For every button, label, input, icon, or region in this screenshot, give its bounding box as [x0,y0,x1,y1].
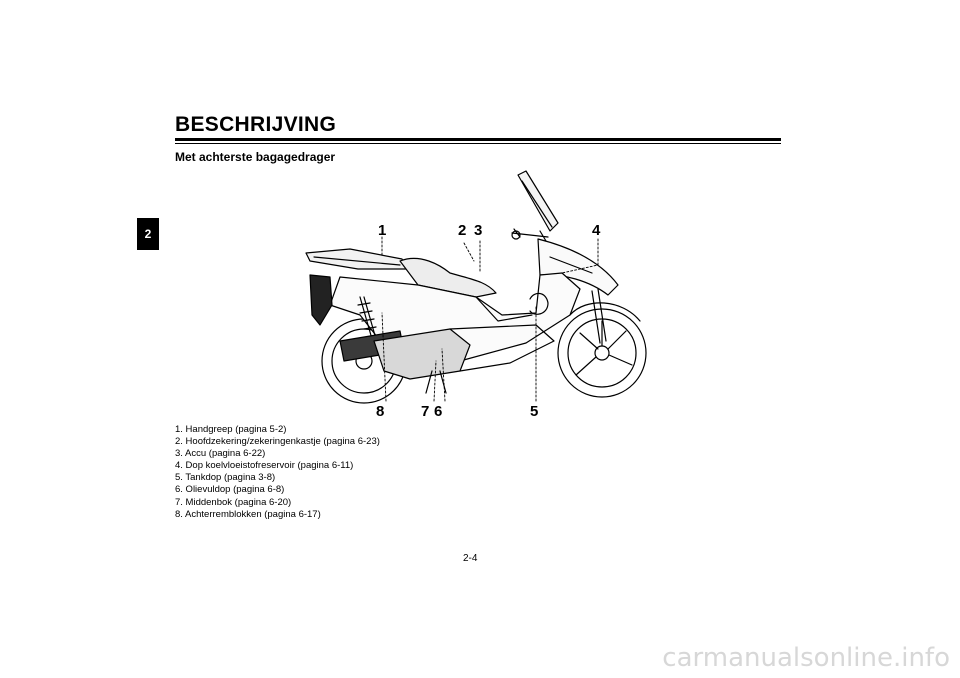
legend-item: 2. Hoofdzekering/zekeringenkastje (pagin… [175,436,380,448]
rear-carrier-drawing [305,248,409,270]
legend-item: 4. Dop koelvloeistofreservoir (pagina 6-… [175,460,354,472]
callout-4: 4 [592,222,601,239]
seat-drawing [399,257,497,298]
callout-6: 6 [434,403,442,420]
legend-item: 7. Middenbok (pagina 6-20) [175,496,292,508]
windscreen-drawing [517,170,559,232]
callout-2: 2 [458,222,466,239]
chapter-tab-label: 2 [144,227,152,241]
callout-5: 5 [530,403,538,420]
legend-item: 6. Olievuldop (pagina 6-8) [175,484,285,496]
legend-item: 1. Handgreep (pagina 5-2) [175,424,287,435]
callout-3: 3 [474,222,482,239]
callout-8: 8 [376,403,384,420]
watermark-text: carmanualsonline.info [662,643,950,673]
chapter-tab: 2 [137,218,159,250]
title-rule-thin [175,143,781,144]
callout-7: 7 [421,403,429,420]
title-rule-thick [175,138,781,141]
front-wheel-drawing [557,308,647,398]
parts-legend: 1. Handgreep (pagina 5-2) 2. Hoofdzekeri… [175,424,380,521]
page-title: BESCHRIJVING [175,113,337,136]
callout-1: 1 [378,222,386,239]
legend-item: 5. Tankdop (pagina 3-8) [175,472,276,484]
legend-item: 3. Accu (pagina 6-22) [175,448,266,460]
handlebar-drawing [511,228,549,242]
section-subtitle: Met achterste bagagedrager [175,150,336,164]
legend-item: 8. Achterremblokken (pagina 6-17) [175,508,321,520]
page-number: 2-4 [463,553,478,564]
scooter-illustration: 1 2 3 4 5 6 7 8 [305,170,647,420]
